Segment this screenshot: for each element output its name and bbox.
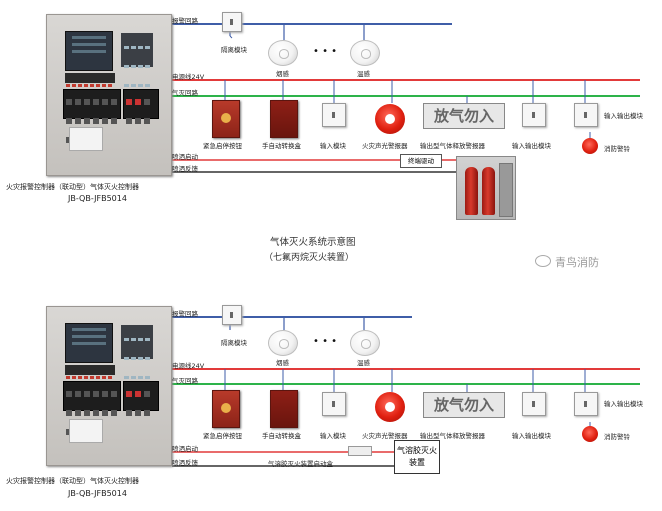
gas-release-board: 放气勿入 bbox=[423, 103, 505, 129]
smoke-detector-label: 烟感 bbox=[276, 70, 289, 78]
start-box-icon bbox=[348, 446, 372, 456]
bus-label-power: 电源线24V bbox=[172, 73, 205, 81]
bus-label-power-2: 电源线24V bbox=[172, 362, 205, 370]
temp-detector-icon bbox=[350, 40, 380, 66]
controller-led-row bbox=[65, 73, 115, 87]
io-module-2-icon bbox=[574, 103, 598, 127]
io-module-icon bbox=[522, 103, 546, 127]
fire-bell-label-2: 消防警铃 bbox=[604, 433, 630, 441]
controller-screen-2 bbox=[65, 323, 113, 363]
ellipsis: • • • bbox=[313, 46, 338, 57]
controller-led-row-2 bbox=[65, 365, 115, 379]
emergency-button-label-2: 紧急启停按钮 bbox=[203, 432, 242, 440]
ellipsis-2: • • • bbox=[313, 336, 338, 347]
sound-light-alarm-icon-2 bbox=[375, 392, 405, 422]
emergency-button-icon bbox=[212, 100, 240, 138]
controller-model-2: JB-QB-JFB5014 bbox=[68, 489, 127, 498]
bus-label-spray-start-2: 喷洒启动 bbox=[172, 445, 198, 453]
bus-label-gas-2: 气灭回路 bbox=[172, 377, 198, 385]
io-module-label-2: 输入输出模块 bbox=[512, 432, 551, 440]
isolator-module-icon-2 bbox=[222, 305, 242, 325]
gas-release-alarm-label: 输出型气体释放警报器 bbox=[420, 142, 485, 150]
controller-caption: 火灾报警控制器（联动型）气体灭火控制器 bbox=[6, 183, 139, 191]
io-module-2b-label: 输入输出模块 bbox=[604, 400, 643, 408]
temp-detector-label-2: 温感 bbox=[357, 359, 370, 367]
manual-auto-switch-label: 手自动转换盒 bbox=[262, 142, 301, 150]
gas-cylinder-cabinet bbox=[456, 156, 516, 220]
temp-detector-label: 温感 bbox=[357, 70, 370, 78]
bus-label-alarm-2: 报警回路 bbox=[172, 310, 198, 318]
gas-cylinder-1 bbox=[465, 167, 478, 215]
suppression-unit-box: 气溶胶灭火装置 bbox=[394, 440, 440, 474]
isolator-label-2: 隔离模块 bbox=[221, 339, 247, 347]
alarm-controller-cabinet-2 bbox=[46, 306, 172, 466]
manual-auto-switch-label-2: 手自动转换盒 bbox=[262, 432, 301, 440]
controller-keypad bbox=[121, 33, 153, 106]
gas-release-board-2: 放气勿入 bbox=[423, 392, 505, 418]
wechat-icon bbox=[535, 255, 551, 267]
isolator-label: 隔离模块 bbox=[221, 46, 247, 54]
bus-label-alarm: 报警回路 bbox=[172, 17, 198, 25]
bus-label-spray-feedback-2: 喷洒反馈 bbox=[172, 459, 198, 467]
smoke-detector-label-2: 烟感 bbox=[276, 359, 289, 367]
smoke-detector-icon-2 bbox=[268, 330, 298, 356]
controller-printer-2 bbox=[69, 419, 103, 443]
watermark-text: 青鸟消防 bbox=[555, 256, 599, 269]
fire-bell-label: 消防警铃 bbox=[604, 145, 630, 153]
sound-light-alarm-label: 火灾声光警报器 bbox=[362, 142, 408, 150]
diagram-subtitle: （七氟丙烷灭火装置） bbox=[264, 253, 355, 263]
manual-auto-switch-icon bbox=[270, 100, 298, 138]
sound-light-alarm-label-2: 火灾声光警报器 bbox=[362, 432, 408, 440]
input-module-label: 输入模块 bbox=[320, 142, 346, 150]
input-module-icon-2 bbox=[322, 392, 346, 416]
io-module-2b-icon bbox=[574, 392, 598, 416]
controller-printer bbox=[69, 127, 103, 151]
bus-label-spray-start: 喷洒启动 bbox=[172, 153, 198, 161]
emergency-button-icon-2 bbox=[212, 390, 240, 428]
controller-keypad-2 bbox=[121, 325, 153, 398]
io-module-2-label: 输入输出模块 bbox=[604, 112, 643, 120]
emergency-button-label: 紧急启停按钮 bbox=[203, 142, 242, 150]
io-module-icon-2 bbox=[522, 392, 546, 416]
isolator-module-icon bbox=[222, 12, 242, 32]
controller-switch-panel bbox=[63, 89, 121, 143]
bus-label-spray-feedback: 喷洒反馈 bbox=[172, 165, 198, 173]
controller-screen bbox=[65, 31, 113, 71]
temp-detector-icon-2 bbox=[350, 330, 380, 356]
controller-gas-panel-2 bbox=[123, 381, 159, 416]
controller-switch-panel-2 bbox=[63, 381, 121, 435]
controller-caption-2: 火灾报警控制器（联动型）气体灭火控制器 bbox=[6, 477, 139, 485]
diagram-title: 气体灭火系统示意图 bbox=[270, 237, 356, 248]
fire-bell-icon-2 bbox=[582, 426, 598, 442]
gas-release-alarm-label-2: 输出型气体释放警报器 bbox=[420, 432, 485, 440]
gas-cylinder-2 bbox=[482, 167, 495, 215]
manual-auto-switch-icon-2 bbox=[270, 390, 298, 428]
solenoid-box: 终端驱动 bbox=[400, 154, 442, 168]
smoke-detector-icon bbox=[268, 40, 298, 66]
start-box-label: 气溶胶灭火装置启动盒 bbox=[268, 460, 333, 468]
controller-gas-panel bbox=[123, 89, 159, 124]
fire-bell-icon bbox=[582, 138, 598, 154]
sound-light-alarm-icon bbox=[375, 104, 405, 134]
input-module-label-2: 输入模块 bbox=[320, 432, 346, 440]
alarm-controller-cabinet bbox=[46, 14, 172, 176]
cabinet-door bbox=[499, 163, 513, 217]
bus-label-gas: 气灭回路 bbox=[172, 89, 198, 97]
watermark: 青鸟消防 bbox=[535, 254, 599, 270]
controller-model: JB-QB-JFB5014 bbox=[68, 194, 127, 203]
input-module-icon bbox=[322, 103, 346, 127]
io-module-label: 输入输出模块 bbox=[512, 142, 551, 150]
